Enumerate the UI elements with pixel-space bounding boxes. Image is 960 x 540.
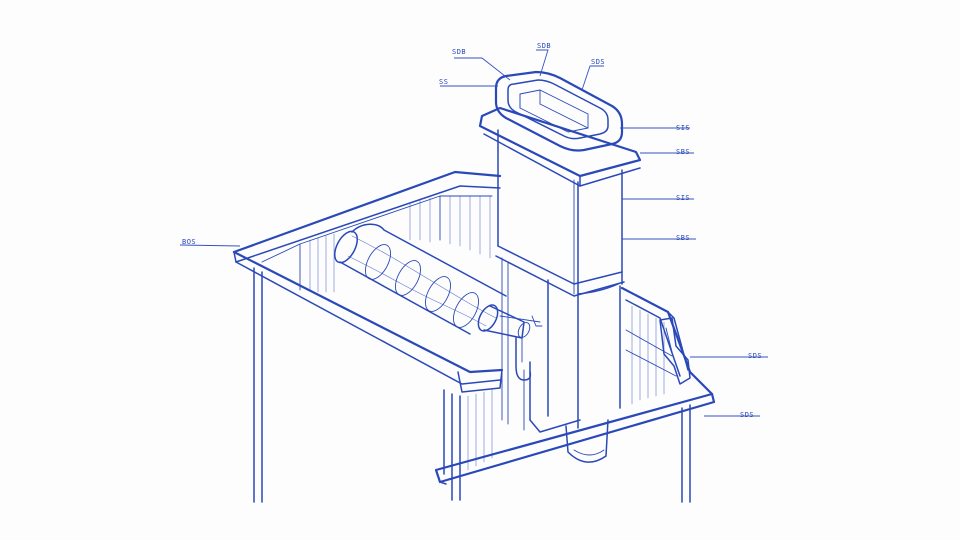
side-bracket bbox=[659, 317, 691, 385]
label-top-left-a: SDB bbox=[452, 48, 466, 56]
label-top-right: SDS bbox=[591, 58, 605, 66]
label-stack-lower: SBS bbox=[676, 234, 690, 242]
label-roof-left: BOS bbox=[182, 238, 196, 246]
label-base-right: SDS bbox=[740, 411, 754, 419]
fan-cylinder bbox=[333, 223, 581, 433]
label-stack-cap: SIS bbox=[676, 124, 690, 132]
housing-frame bbox=[232, 170, 716, 503]
label-stack-flange: SBS bbox=[676, 148, 690, 156]
exhaust-stack bbox=[478, 70, 642, 463]
label-side-right: SDS bbox=[748, 352, 762, 360]
label-top-center: SDB bbox=[537, 42, 551, 50]
back-wall-slats bbox=[309, 195, 677, 471]
callout-labels: BOS SDB SS SDB SDS SIS SBS SIS SBS SDS S… bbox=[182, 42, 762, 419]
leader-lines bbox=[179, 49, 768, 417]
label-top-left-b: SS bbox=[439, 78, 448, 86]
label-stack-mid: SIS bbox=[676, 194, 690, 202]
